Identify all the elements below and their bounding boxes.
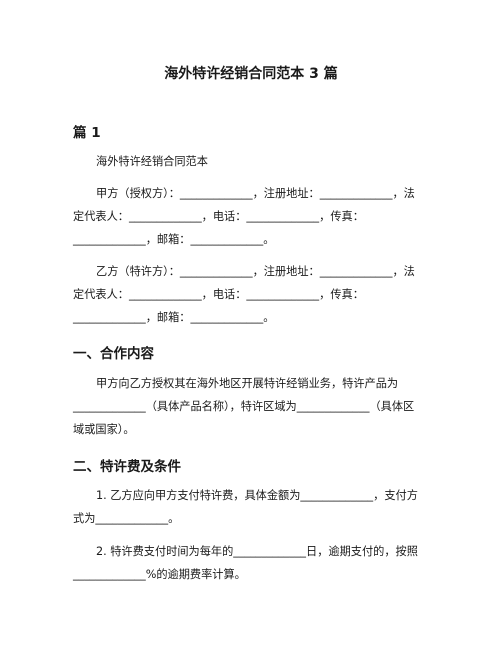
fees-item-1-line-2: 式为_____________。 (73, 512, 180, 525)
fees-item-2-line-1: 2. 特许费支付时间为每年的_____________日，逾期支付的，按照 (96, 545, 418, 558)
fees-item-2: 2. 特许费支付时间为每年的_____________日，逾期支付的，按照 __… (73, 540, 433, 586)
party-b-line-3: _____________，邮箱：_____________。 (73, 311, 275, 324)
party-a-line-3: _____________，邮箱：_____________。 (73, 233, 275, 246)
party-b-paragraph: 乙方（特许方）：_____________，注册地址：_____________… (73, 260, 433, 329)
section-heading-fees: 二、特许费及条件 (73, 459, 181, 475)
contract-subtitle: 海外特许经销合同范本 (96, 155, 208, 168)
cooperation-line-1: 甲方向乙方授权其在海外地区开展特许经销业务，特许产品为 (96, 377, 399, 390)
section-heading-cooperation: 一、合作内容 (73, 346, 154, 362)
cooperation-line-2: _____________（具体产品名称），特许区域为_____________… (73, 400, 415, 413)
cooperation-line-3: 域或国家）。 (73, 423, 135, 436)
party-a-line-1: 甲方（授权方）：_____________，注册地址：_____________… (96, 187, 415, 200)
document-title: 海外特许经销合同范本 3 篇 (164, 66, 338, 82)
party-b-line-2: 定代表人：_____________，电话：_____________，传真： (73, 288, 364, 301)
party-a-line-2: 定代表人：_____________，电话：_____________，传真： (73, 210, 364, 223)
party-a-paragraph: 甲方（授权方）：_____________，注册地址：_____________… (73, 182, 433, 251)
fees-item-2-line-2: _____________%的逾期费率计算。 (73, 568, 246, 581)
cooperation-paragraph: 甲方向乙方授权其在海外地区开展特许经销业务，特许产品为 ____________… (73, 372, 433, 441)
fees-item-1-line-1: 1. 乙方应向甲方支付特许费，具体金额为_____________，支付方 (96, 489, 418, 502)
fees-item-1: 1. 乙方应向甲方支付特许费，具体金额为_____________，支付方 式为… (73, 484, 433, 530)
section-heading-part1: 篇 1 (73, 125, 101, 141)
party-b-line-1: 乙方（特许方）：_____________，注册地址：_____________… (96, 265, 415, 278)
